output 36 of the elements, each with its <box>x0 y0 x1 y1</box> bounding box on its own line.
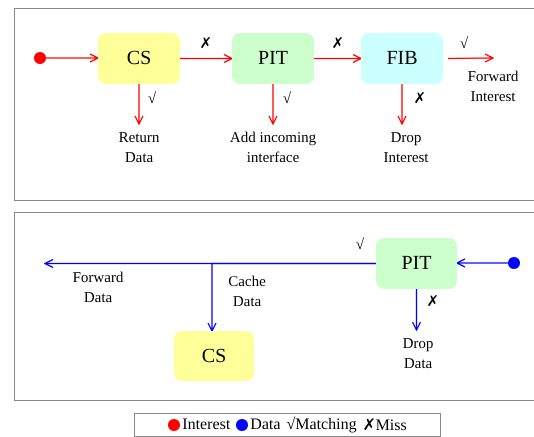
legend-text: Data <box>250 416 280 434</box>
edge-label: ✗ <box>414 90 426 109</box>
legend-text: Interest <box>182 416 230 434</box>
edge-label: ✗ <box>332 35 344 54</box>
edge-label: ✗ <box>426 293 440 312</box>
outcome-text: Drop Data <box>393 330 443 374</box>
process-box: CS <box>98 33 180 84</box>
start-dot <box>34 52 46 64</box>
arrow <box>207 262 376 332</box>
arrow <box>180 54 233 64</box>
outcome-text: Add incoming interface <box>208 124 338 168</box>
outcome-text: Forward Data <box>45 263 151 307</box>
process-box: FIB <box>361 33 443 84</box>
edge-label: ✗ <box>200 35 212 54</box>
edge-label: √ <box>148 90 156 109</box>
arrow <box>314 54 362 64</box>
legend-text: ✗Miss <box>362 416 407 435</box>
outcome-text: Drop Interest <box>371 124 441 168</box>
arrow <box>448 53 494 63</box>
arrow <box>268 84 278 125</box>
arrow <box>397 84 407 125</box>
process-box: PIT <box>232 33 314 84</box>
edge-label: √ <box>460 35 468 54</box>
edge-label: √ <box>282 90 292 109</box>
edge-label: √ <box>356 236 364 255</box>
edge-label: Cache Data <box>227 273 267 312</box>
outcome-text: Forward Interest <box>455 58 531 108</box>
arrow <box>412 289 422 331</box>
start-dot <box>508 257 520 269</box>
process-box: CS <box>174 331 254 381</box>
outcome-text: Return Data <box>104 124 174 168</box>
arrow <box>456 258 508 268</box>
arrow <box>46 53 99 63</box>
legend-text: √Matching <box>286 416 357 434</box>
arrow <box>134 84 144 125</box>
process-box: PIT <box>376 238 457 289</box>
